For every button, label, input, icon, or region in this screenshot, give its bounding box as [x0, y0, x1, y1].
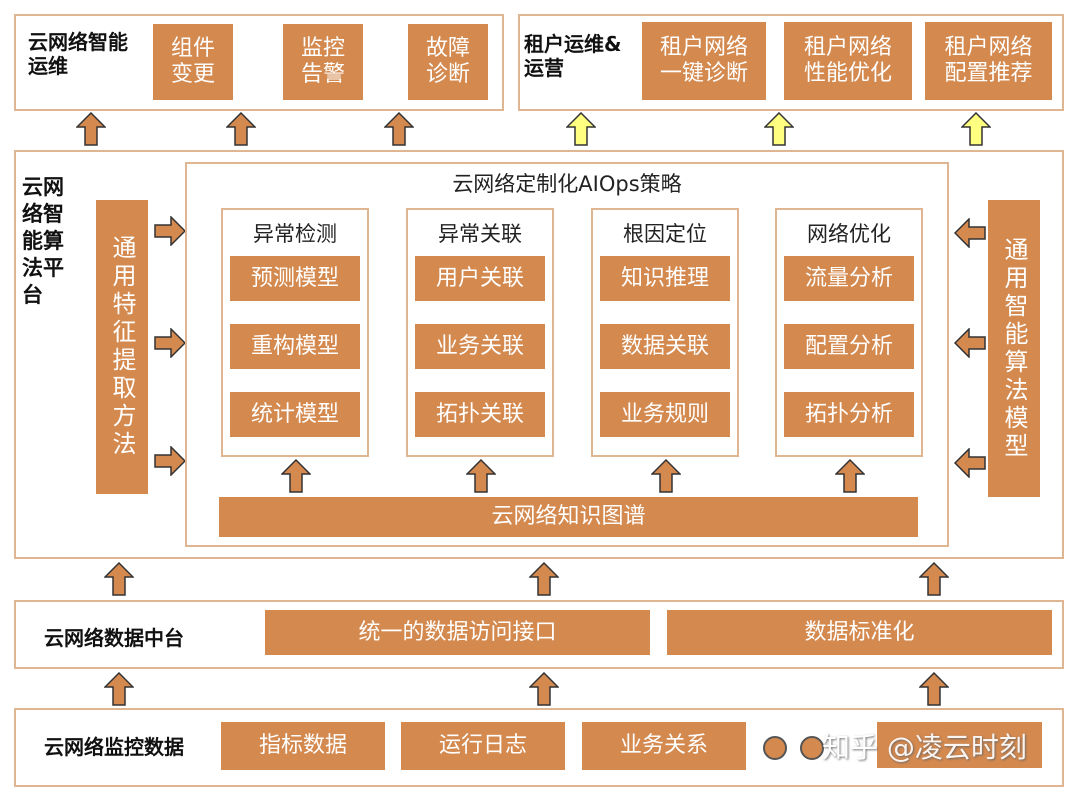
ellipsis-dot — [763, 736, 787, 760]
arrow-up-yellow-icon — [565, 111, 597, 146]
watermark: 知乎 @凌云时刻 — [822, 731, 1027, 764]
arrow-up-icon — [103, 671, 135, 706]
ops-item-monitor-alarm: 监控告警 — [283, 24, 363, 100]
arrow-up-icon — [528, 561, 560, 596]
arrow-up-icon — [280, 458, 312, 493]
feature-extraction-method: 通用特征提取方法 — [96, 200, 148, 494]
strategy-item: 重构模型 — [230, 324, 360, 369]
data-platform-title: 云网络数据中台 — [44, 626, 184, 650]
strategy-item: 数据关联 — [600, 324, 730, 369]
platform-title: 云网络智能算法平台 — [22, 175, 64, 307]
monitoring-item-hidden — [877, 722, 1042, 768]
arrow-right-icon — [154, 215, 187, 247]
strategy-item: 预测模型 — [230, 256, 360, 301]
knowledge-graph-bar: 云网络知识图谱 — [219, 497, 918, 537]
metric-data: 指标数据 — [221, 722, 385, 770]
ops-item-component-change: 组件变更 — [153, 24, 233, 100]
arrow-up-icon — [650, 458, 682, 493]
arrow-up-icon — [528, 671, 560, 706]
column-title: 根因定位 — [623, 222, 707, 246]
arrow-up-icon — [465, 458, 497, 493]
column-title: 网络优化 — [807, 222, 891, 246]
arrow-up-yellow-icon — [960, 111, 992, 146]
arrow-up-icon — [834, 458, 866, 493]
ops-title: 云网络智能运维 — [28, 30, 128, 78]
runtime-logs: 运行日志 — [401, 722, 565, 770]
tenant-item-config: 租户网络配置推荐 — [925, 22, 1052, 100]
business-relations: 业务关系 — [582, 722, 746, 770]
data-standardization: 数据标准化 — [667, 610, 1052, 655]
arrow-up-icon — [918, 671, 950, 706]
tenant-item-performance: 租户网络性能优化 — [784, 22, 912, 100]
column-title: 异常关联 — [438, 222, 522, 246]
arrow-up-icon — [103, 561, 135, 596]
strategy-item: 统计模型 — [230, 392, 360, 437]
column-title: 异常检测 — [253, 222, 337, 246]
strategy-item: 知识推理 — [600, 256, 730, 301]
arrow-up-icon — [918, 561, 950, 596]
strategy-item: 用户关联 — [415, 256, 545, 301]
arrow-right-icon — [154, 445, 187, 477]
aiops-strategy-title: 云网络定制化AIOps策略 — [452, 172, 682, 196]
tenant-item-diagnosis: 租户网络一键诊断 — [642, 22, 766, 100]
unified-data-access-interface: 统一的数据访问接口 — [265, 610, 650, 655]
strategy-item: 拓扑关联 — [415, 392, 545, 437]
ellipsis-dot — [800, 736, 824, 760]
strategy-item: 配置分析 — [784, 324, 914, 369]
arrow-left-icon — [953, 217, 986, 249]
strategy-item: 拓扑分析 — [784, 392, 914, 437]
arrow-up-yellow-icon — [763, 111, 795, 146]
arrow-right-icon — [154, 327, 187, 359]
arrow-up-icon — [383, 111, 415, 146]
strategy-item: 业务规则 — [600, 392, 730, 437]
arrow-up-icon — [225, 111, 257, 146]
arrow-up-icon — [75, 111, 107, 146]
arrow-left-icon — [953, 447, 986, 479]
strategy-item: 业务关联 — [415, 324, 545, 369]
ops-item-fault-diagnosis: 故障诊断 — [408, 24, 488, 100]
tenant-title: 租户运维&运营 — [524, 32, 622, 80]
general-algorithm-model: 通用智能算法模型 — [988, 200, 1040, 497]
monitoring-title: 云网络监控数据 — [44, 735, 184, 759]
strategy-item: 流量分析 — [784, 256, 914, 301]
arrow-left-icon — [953, 327, 986, 359]
